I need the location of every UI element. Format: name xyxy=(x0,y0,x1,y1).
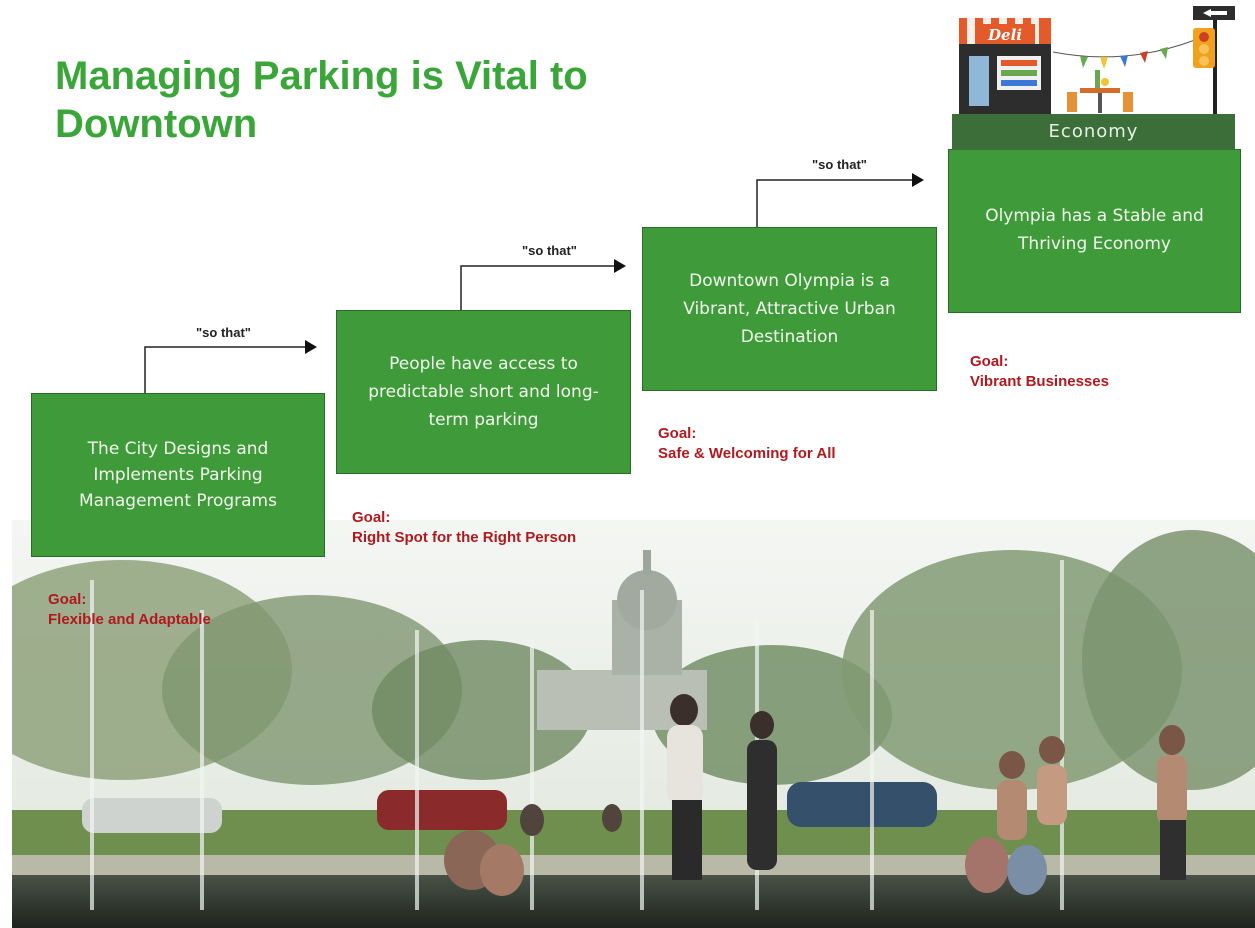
so-that-label-1: "so that" xyxy=(196,325,251,340)
page-title: Managing Parking is Vital to Downtown xyxy=(55,54,588,146)
deli-sign-text: Deli xyxy=(988,26,1022,44)
goal-text-3: Safe & Welcoming for All xyxy=(658,445,836,462)
goal-2: Goal: Right Spot for the Right Person xyxy=(352,508,576,548)
step-box-3: Downtown Olympia is a Vibrant, Attractiv… xyxy=(642,227,937,391)
connector-arrow-2 xyxy=(460,259,626,312)
goal-label-3: Goal: xyxy=(658,425,697,442)
goal-text-4: Vibrant Businesses xyxy=(970,373,1109,390)
goal-label-2: Goal: xyxy=(352,509,391,526)
economy-bar-label: Economy xyxy=(952,114,1235,150)
connector-arrow-1 xyxy=(144,340,317,396)
goal-text-2: Right Spot for the Right Person xyxy=(352,529,577,546)
so-that-label-2: "so that" xyxy=(522,243,577,258)
step-text-1: The City Designs and Implements Parking … xyxy=(79,439,277,511)
park-fountain-photo xyxy=(12,520,1255,928)
step-box-1: The City Designs and Implements Parking … xyxy=(31,393,325,557)
goal-1: Goal: Flexible and Adaptable xyxy=(48,590,211,630)
step-text-2: People have access to predictable short … xyxy=(368,354,599,430)
step-text-3: Downtown Olympia is a Vibrant, Attractiv… xyxy=(683,271,896,347)
step-box-2: People have access to predictable short … xyxy=(336,310,631,474)
goal-label-1: Goal: xyxy=(48,591,87,608)
goal-4: Goal: Vibrant Businesses xyxy=(970,352,1109,392)
step-box-4: Olympia has a Stable and Thriving Econom… xyxy=(948,149,1241,313)
connector-arrow-3 xyxy=(756,173,924,228)
goal-3: Goal: Safe & Welcoming for All xyxy=(658,424,836,464)
step-text-4: Olympia has a Stable and Thriving Econom… xyxy=(985,206,1204,254)
economy-storefront-illustration xyxy=(959,6,1235,114)
so-that-label-3: "so that" xyxy=(812,157,867,172)
goal-text-1: Flexible and Adaptable xyxy=(48,611,211,628)
goal-label-4: Goal: xyxy=(970,353,1009,370)
